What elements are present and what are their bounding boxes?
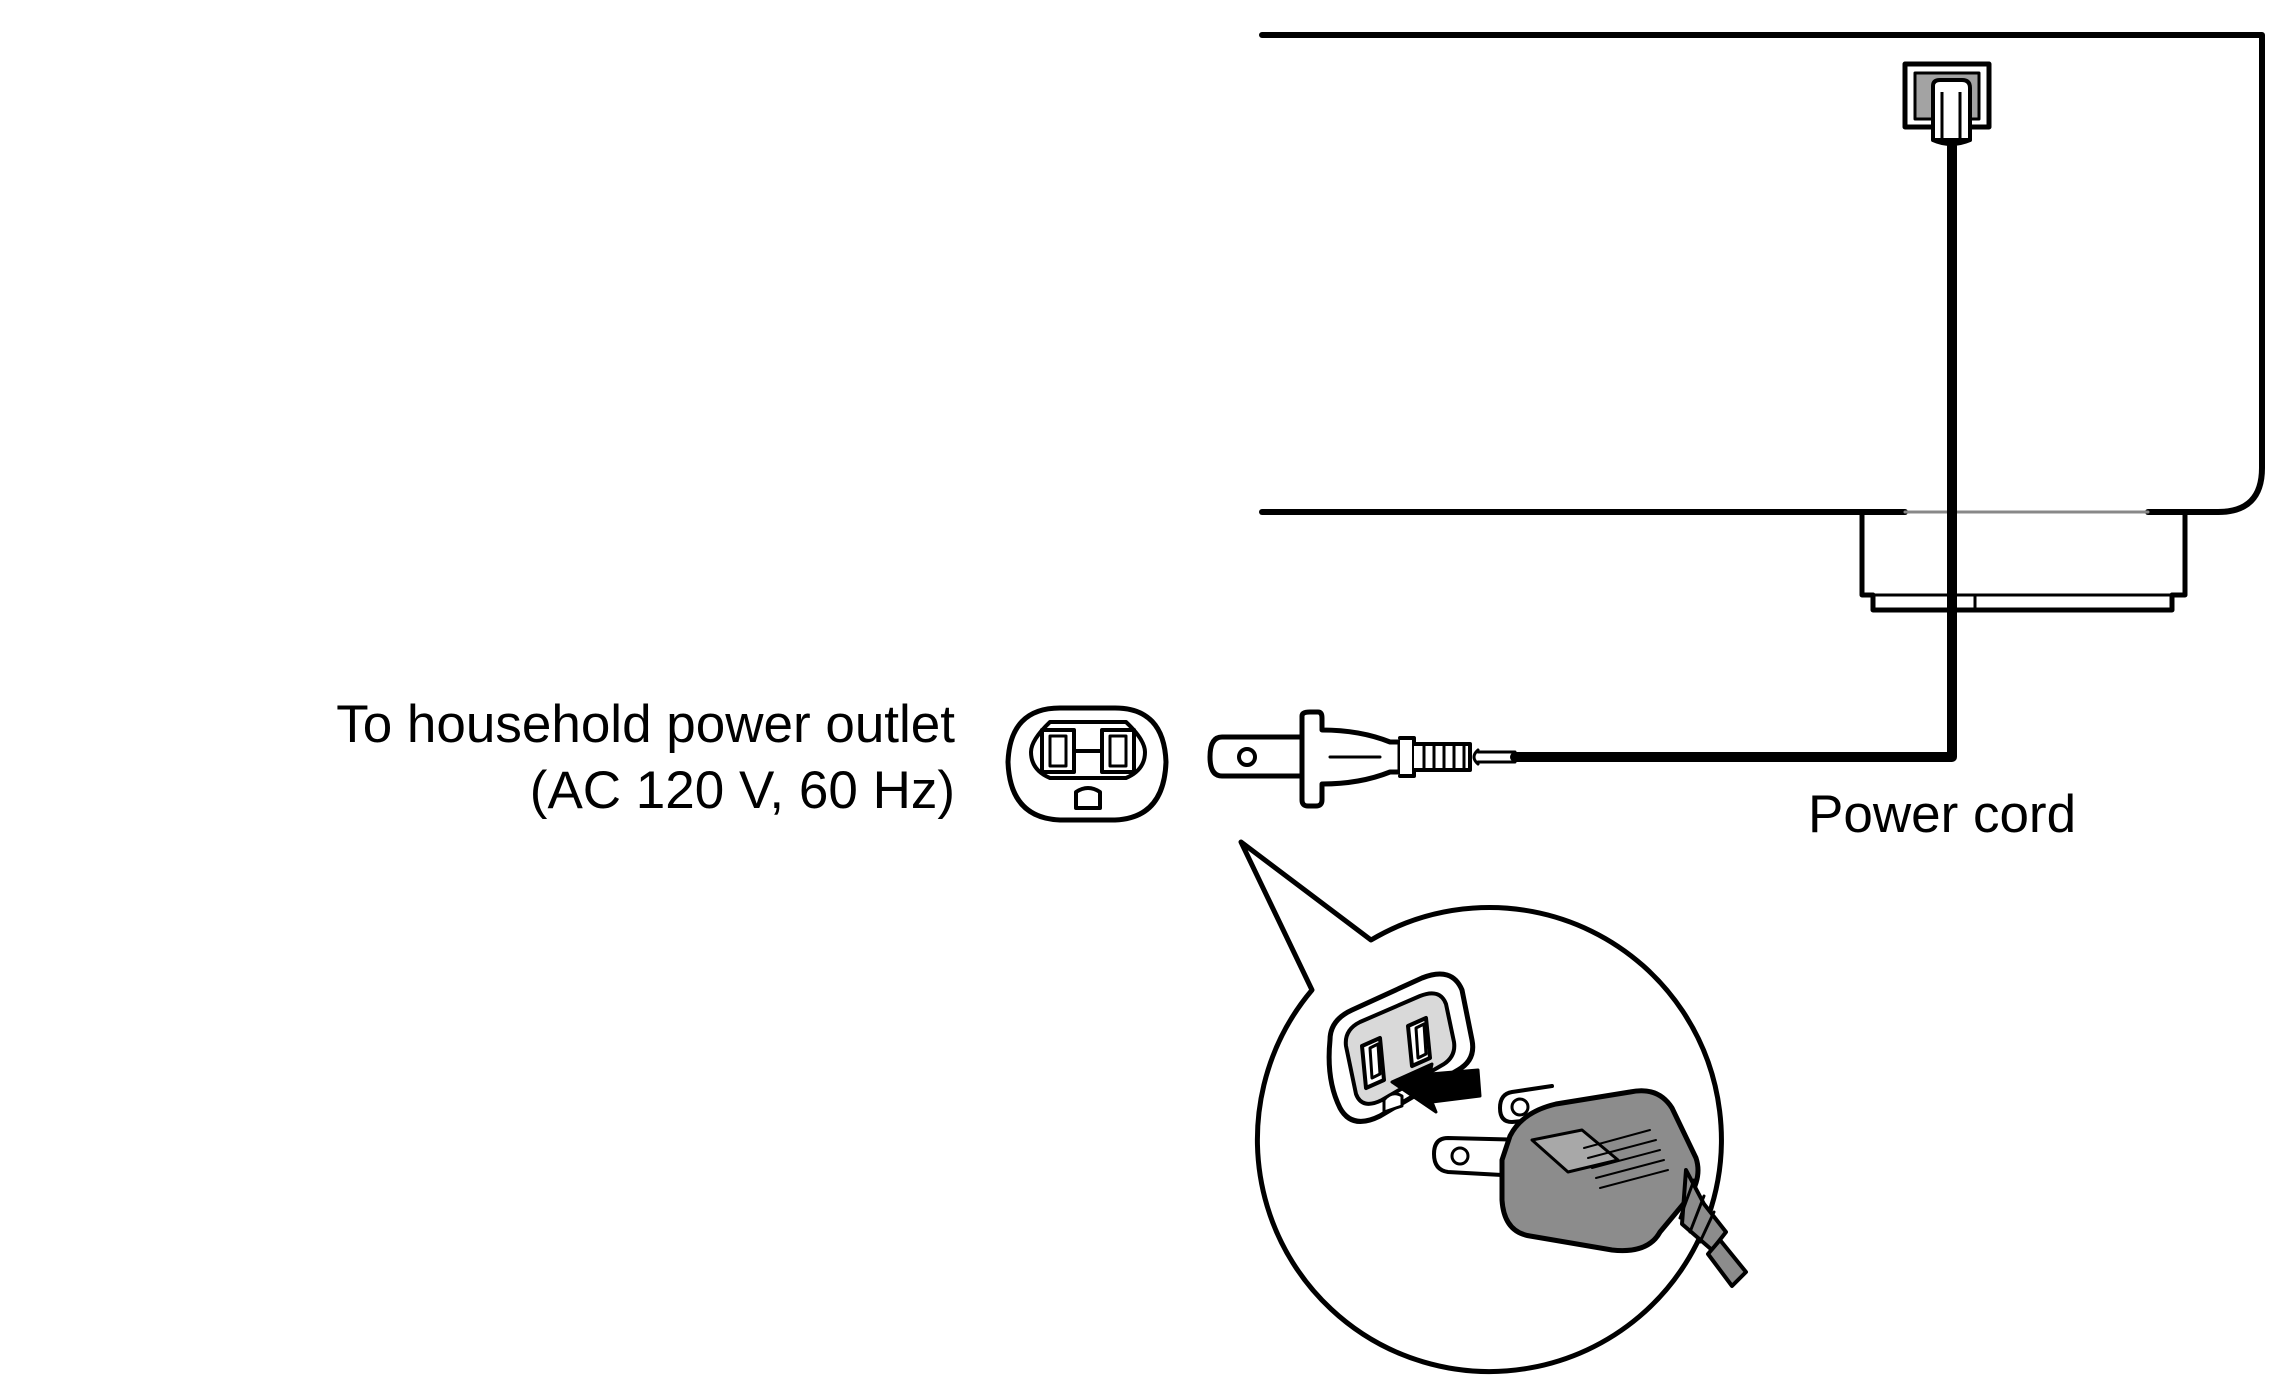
ac-inlet — [1902, 61, 1992, 146]
power-cord — [1472, 141, 1957, 766]
zoomed-plug — [1432, 1084, 1748, 1288]
zoomed-outlet — [1326, 971, 1476, 1124]
plug-icon — [1207, 709, 1472, 809]
device-rear-panel — [1259, 32, 2265, 515]
power-cord-label: Power cord — [1808, 785, 2076, 844]
outlet-label-line2: (AC 120 V, 60 Hz) — [530, 761, 955, 820]
device-foot — [1859, 512, 2188, 613]
outlet-label-line1: To household power outlet — [336, 695, 955, 754]
insert-arrow-icon — [1390, 1062, 1482, 1114]
wall-outlet-icon — [1005, 705, 1169, 823]
